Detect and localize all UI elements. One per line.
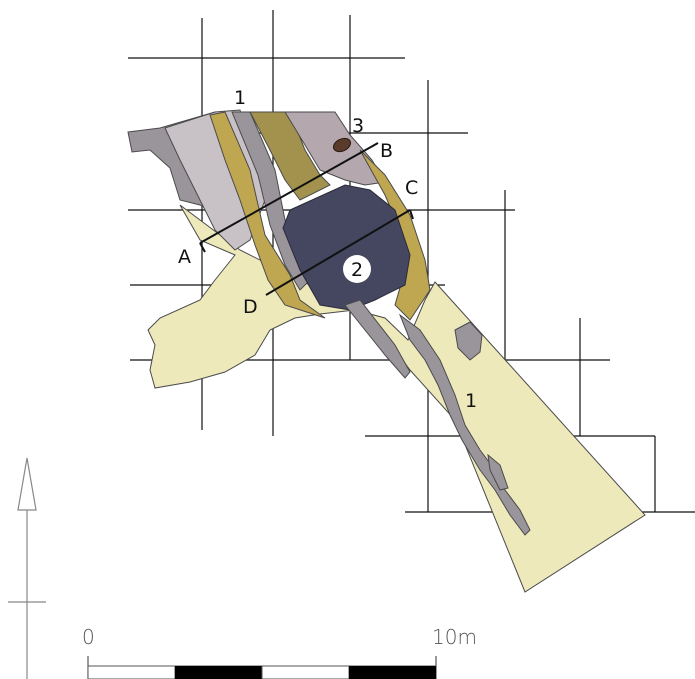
section-line-dc bbox=[265, 209, 411, 296]
scale-bar-segment bbox=[175, 666, 262, 679]
scale-bar-segment bbox=[261, 665, 350, 679]
label-feature-3: 3 bbox=[352, 115, 364, 137]
north-arrow-icon bbox=[8, 457, 46, 679]
scale-bar-segment bbox=[87, 665, 176, 679]
light-grey-band bbox=[164, 109, 266, 251]
scale-start-label: 0 bbox=[82, 625, 95, 649]
scale-bar bbox=[87, 656, 437, 679]
section-line-ab-tick bbox=[199, 242, 206, 253]
label-feature-2: 2 bbox=[351, 259, 363, 281]
feature-3-marker bbox=[332, 137, 352, 153]
feature-2-badge bbox=[343, 255, 371, 283]
label-section-a: A bbox=[178, 246, 191, 268]
label-section-c: C bbox=[405, 177, 418, 199]
grey-strip bbox=[344, 299, 411, 379]
label-feature-1-top: 1 bbox=[234, 87, 246, 109]
scale-end-label: 10m bbox=[432, 625, 477, 649]
section-line-dc-tick bbox=[409, 209, 414, 220]
grey-vein-fragment bbox=[487, 453, 509, 491]
ochre-band bbox=[209, 111, 326, 319]
label-section-d: D bbox=[243, 296, 258, 318]
grey-vein-lobe bbox=[454, 321, 483, 361]
label-feature-1-right: 1 bbox=[465, 390, 477, 412]
section-line-ab bbox=[199, 142, 379, 244]
scale-bar-segment bbox=[349, 666, 436, 679]
label-section-b: B bbox=[380, 140, 393, 162]
